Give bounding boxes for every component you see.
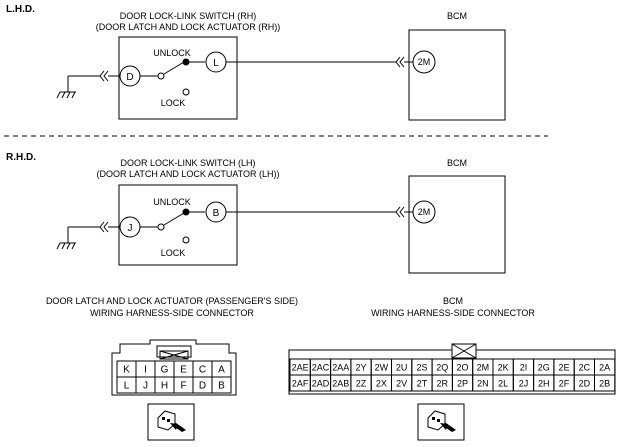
connector-left-pin-label: K: [123, 365, 130, 376]
connector-left-pin-label: J: [143, 381, 148, 392]
connector-left-pin-label: H: [161, 381, 168, 392]
connector-right-pin-cell: [594, 374, 616, 392]
connector-right-pin-label: 2U: [396, 363, 408, 373]
connector-right-view-icon: [417, 403, 465, 441]
rhd-lock-contact: [182, 236, 190, 244]
connector-left-pin-label: B: [218, 381, 225, 392]
lhd-bcm-title: BCM: [447, 11, 467, 21]
connector-right-pin-label: 2X: [376, 379, 387, 389]
lhd-lock-label: LOCK: [161, 98, 186, 108]
connector-left-view-icon: [147, 403, 195, 441]
connector-left-pin-label: G: [161, 365, 169, 376]
connector-right-pin-label: 2R: [436, 379, 448, 389]
connector-right-pin-label: 2E: [559, 363, 570, 373]
connector-right-pin-label: 2AC: [312, 363, 330, 373]
lhd-terminal-2m: [412, 50, 436, 74]
lhd-terminal-l-label: L: [213, 58, 219, 69]
lhd-lock-contact: [182, 88, 190, 96]
lhd-terminal-2m-label: 2M: [418, 57, 431, 67]
connector-right-pin-label: 2M: [477, 363, 490, 373]
connector-left-pin-label: E: [180, 365, 187, 376]
connector-right-pin-label: 2AF: [292, 379, 309, 389]
connector-right-pin-label: 2K: [498, 363, 509, 373]
connector-right-pin-label: 2P: [457, 379, 468, 389]
lhd-switch-pivot: [157, 72, 165, 80]
connector-right-title-1: BCM: [443, 296, 463, 306]
connector-right-pin-label: 2T: [417, 379, 428, 389]
connector-right-pin-label: 2H: [538, 379, 550, 389]
connector-left-pin-cell: [211, 376, 232, 394]
lhd-unlock-contact: [182, 58, 190, 66]
connector-right-pin-label: 2C: [579, 363, 591, 373]
lhd-bcm-box: [408, 29, 506, 121]
rhd-unlock-contact: [182, 208, 190, 216]
lhd-left-connector-symbol: [99, 70, 109, 82]
lhd-switch-title-1: DOOR LOCK-LINK SWITCH (RH): [120, 11, 257, 21]
connector-right-pin-label: 2A: [599, 363, 610, 373]
rhd-switch-arm: [163, 212, 185, 226]
connector-left-title-1: DOOR LATCH AND LOCK ACTUATOR (PASSENGER'…: [46, 296, 298, 306]
connector-right-pin-label: 2V: [396, 379, 407, 389]
connector-right-pin-label: 2W: [375, 363, 389, 373]
connector-left-housing: [111, 339, 237, 396]
rhd-bcm-connector-symbol: [395, 206, 405, 218]
connector-left-pin-label: A: [218, 365, 225, 376]
rhd-switch-pivot: [157, 223, 165, 231]
connector-right-pin-label: 2AA: [332, 363, 349, 373]
rhd-bcm-title: BCM: [447, 158, 467, 168]
connector-right-pin-label: 2J: [519, 379, 529, 389]
connector-left-pin-label: L: [124, 381, 130, 392]
connector-right-pin-label: 2N: [477, 379, 489, 389]
connector-left-pin-label: F: [180, 381, 186, 392]
lhd-section-label: L.H.D.: [6, 4, 35, 15]
connector-right-pin-label: 2B: [599, 379, 610, 389]
rhd-bcm-box: [408, 175, 506, 274]
connector-right-pin-label: 2G: [538, 363, 550, 373]
connector-right-title-2: WIRING HARNESS-SIDE CONNECTOR: [371, 308, 535, 318]
connector-right-pin-label: 2AD: [312, 379, 330, 389]
connector-left-pin-label: C: [199, 365, 206, 376]
rhd-left-connector-symbol: [99, 221, 109, 233]
connector-right-pin-label: 2F: [559, 379, 570, 389]
connector-left-pin-label: D: [199, 381, 206, 392]
connector-right-pin-label: 2L: [498, 379, 508, 389]
rhd-switch-box: [118, 184, 238, 266]
rhd-lock-label: LOCK: [161, 248, 186, 258]
rhd-section-label: R.H.D.: [6, 152, 36, 163]
connector-right-pin-label: 2S: [416, 363, 427, 373]
lhd-switch-box: [118, 36, 238, 120]
rhd-terminal-2m-label: 2M: [418, 207, 431, 217]
lhd-ground-icon: [56, 76, 76, 99]
rhd-terminal-j-label: J: [128, 223, 133, 234]
rhd-switch-title-1: DOOR LOCK-LINK SWITCH (LH): [120, 158, 255, 168]
connector-right-pin-label: 2I: [520, 363, 528, 373]
rhd-terminal-b-label: B: [213, 208, 220, 219]
connector-right-pin-label: 2D: [579, 379, 591, 389]
lhd-bcm-connector-symbol: [395, 56, 405, 68]
lhd-unlock-label: UNLOCK: [153, 48, 191, 58]
lhd-switch-arm: [163, 61, 185, 75]
rhd-terminal-2m: [412, 200, 436, 224]
connector-right-pin-label: 2AE: [292, 363, 309, 373]
lhd-terminal-d-label: D: [126, 72, 133, 83]
connector-left-title-2: WIRING HARNESS-SIDE CONNECTOR: [90, 308, 254, 318]
connector-right-pin-label: 2Q: [436, 363, 448, 373]
connector-right-pin-label: 2Y: [356, 363, 367, 373]
lhd-switch-title-2: (DOOR LATCH AND LOCK ACTUATOR (RH)): [96, 22, 281, 32]
connector-left-pin-label: I: [144, 365, 147, 376]
connector-right-pin-label: 2Z: [356, 379, 367, 389]
rhd-ground-icon: [56, 227, 76, 250]
connector-right-pin-label: 2O: [457, 363, 469, 373]
rhd-switch-title-2: (DOOR LATCH AND LOCK ACTUATOR (LH)): [96, 169, 279, 179]
rhd-unlock-label: UNLOCK: [153, 197, 191, 207]
connector-right-pin-label: 2AB: [332, 379, 349, 389]
